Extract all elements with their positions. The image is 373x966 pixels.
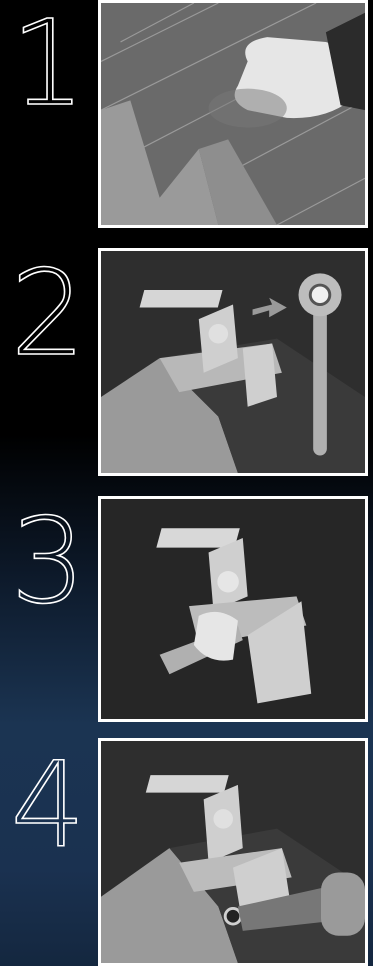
step-1-illustration bbox=[98, 0, 368, 228]
step-1: 1 bbox=[0, 0, 373, 240]
step-number: 4 bbox=[10, 736, 87, 874]
step-number: 1 bbox=[10, 0, 87, 132]
bracket-open-clamp-icon bbox=[101, 499, 365, 719]
step-3-illustration bbox=[98, 496, 368, 722]
hand-wiping-roof-icon bbox=[101, 3, 365, 225]
step-number: 2 bbox=[10, 244, 87, 382]
step-4-illustration bbox=[98, 738, 368, 966]
step-2-illustration bbox=[98, 248, 368, 476]
bracket-and-wrench-icon bbox=[101, 251, 365, 473]
step-4: 4 bbox=[0, 738, 373, 966]
step-2: 2 bbox=[0, 248, 373, 488]
step-number: 3 bbox=[10, 492, 87, 630]
step-3: 3 bbox=[0, 496, 373, 726]
bracket-screwdriver-icon bbox=[101, 741, 365, 963]
